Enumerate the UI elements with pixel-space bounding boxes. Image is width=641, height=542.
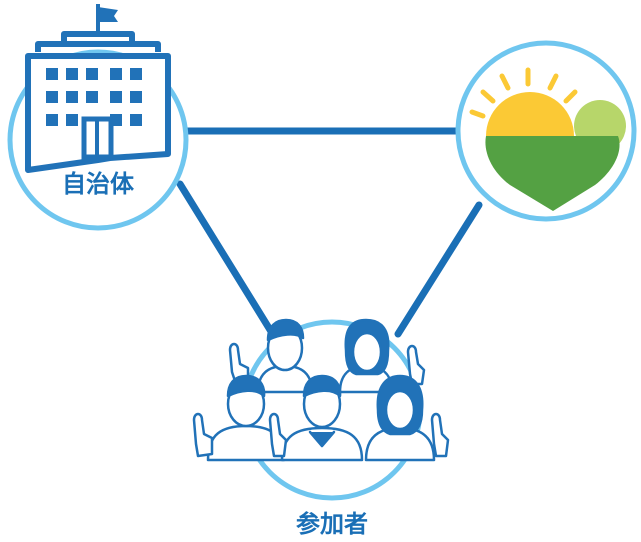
node-municipality: 自治体 [7,4,189,231]
node-participants: 参加者 [192,318,450,538]
sun-heart-icon [469,67,626,211]
building-windows [46,68,142,160]
connector-lines [176,127,483,338]
municipality-label: 自治体 [62,170,135,198]
group-raising-hands-icon [192,318,450,462]
connector-wellbeing-participants [394,201,483,338]
node-wellbeing [455,40,637,222]
connector-municipality-participants [176,180,276,337]
participants-label: 参加者 [296,510,368,538]
